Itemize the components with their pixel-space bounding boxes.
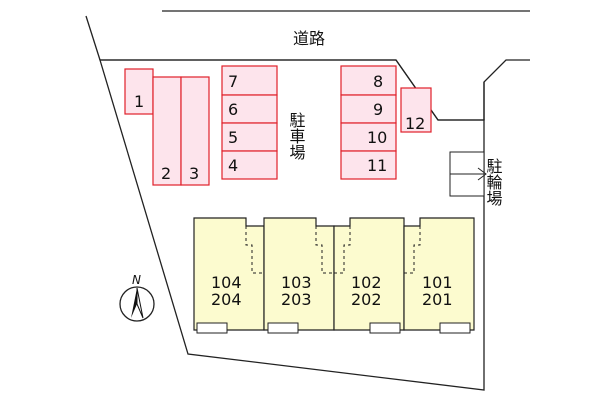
parking-space-4: [221, 150, 278, 180]
unit-103-upper: 203: [281, 290, 312, 309]
parking-label-5: 5: [228, 128, 238, 147]
porch-103: [267, 322, 299, 334]
parking-space-12: [400, 87, 432, 133]
parking-label-11: 11: [367, 156, 387, 175]
compass-needle-light: [136, 287, 144, 319]
parking-space-10: [340, 122, 397, 152]
bike-parking-arrow: [477, 167, 487, 181]
parking-space-2: [152, 76, 182, 186]
bike-parking-label-text: 駐輪場: [484, 158, 503, 207]
porch-101: [439, 322, 471, 334]
parking-label-8: 8: [373, 72, 383, 91]
parking-space-8: [340, 65, 397, 96]
parking-label-6: 6: [228, 100, 238, 119]
parking-space-11: [340, 150, 397, 180]
parking-label-9: 9: [373, 100, 383, 119]
compass: N: [119, 273, 155, 322]
parking-label-text: 駐車場: [287, 112, 306, 161]
parking-label-7: 7: [228, 72, 238, 91]
parking-spaces: [124, 65, 432, 186]
unit-103-ground: 103: [281, 273, 312, 292]
road-label: 道路: [293, 29, 325, 48]
parking-label-1: 1: [134, 92, 144, 111]
parking-label: 駐車場: [287, 112, 306, 161]
parking-space-5: [221, 122, 278, 152]
compass-needle-dark: [131, 288, 137, 318]
building: [193, 217, 475, 331]
parking-space-9: [340, 94, 397, 124]
parking-label-12: 12: [405, 114, 425, 133]
parking-label-10: 10: [367, 128, 387, 147]
parking-space-3: [180, 76, 210, 186]
parking-space-6: [221, 94, 278, 124]
unit-101-upper: 201: [422, 290, 453, 309]
parking-label-4: 4: [228, 156, 238, 175]
unit-102-upper: 202: [351, 290, 382, 309]
unit-102-ground: 102: [351, 273, 382, 292]
porch-102: [369, 322, 401, 334]
unit-101-ground: 101: [422, 273, 453, 292]
compass-north-label: N: [132, 273, 141, 287]
unit-104-upper: 204: [211, 290, 242, 309]
parking-label-3: 3: [189, 164, 199, 183]
building-dashed-lines: [245, 226, 421, 274]
porches: [196, 322, 471, 334]
unit-104-ground: 104: [211, 273, 242, 292]
parking-space-1: [124, 68, 154, 115]
left-boundary-line: [85, 15, 101, 61]
bike-parking-label: 駐輪場: [484, 158, 503, 207]
porch-104: [196, 322, 228, 334]
parking-label-2: 2: [161, 164, 171, 183]
